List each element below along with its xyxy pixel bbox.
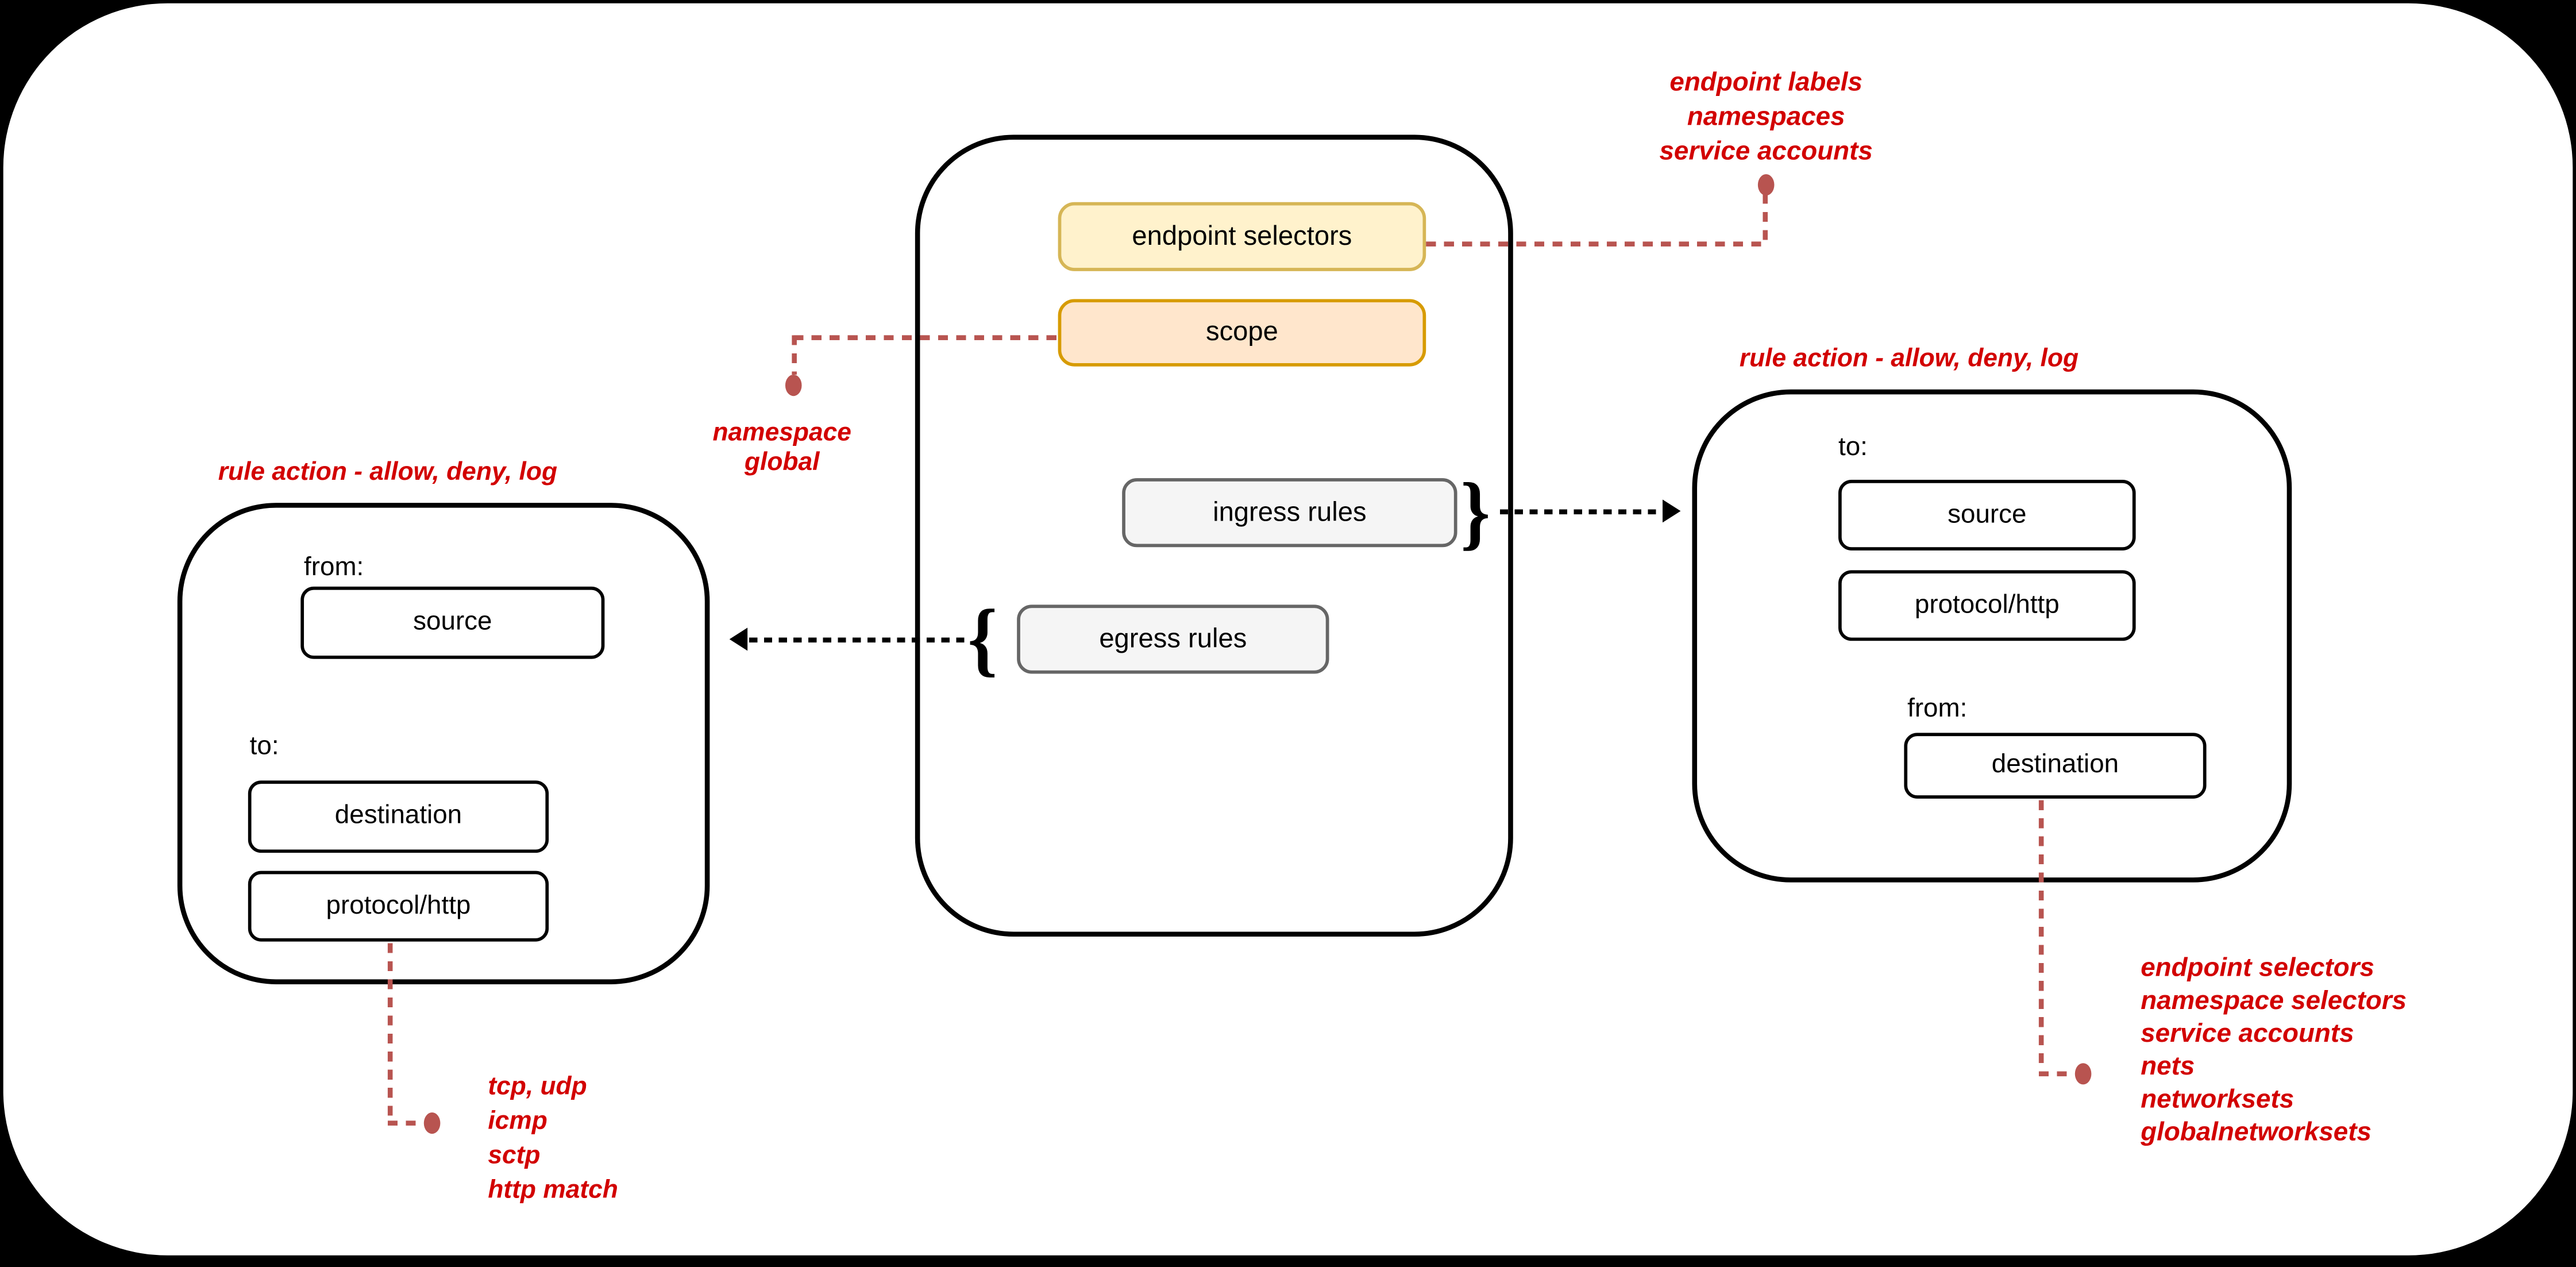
- scope-note: namespace global: [667, 419, 897, 478]
- ingress-destination-box: destination: [1904, 733, 2207, 799]
- egress-to-label: to:: [249, 733, 279, 761]
- annotation-line: global: [744, 448, 820, 477]
- egress-rules-box: egress rules: [1017, 604, 1329, 674]
- ingress-to-label: to:: [1838, 433, 1868, 462]
- egress-protocol-box: protocol/http: [248, 871, 549, 942]
- annotation-line: service accounts: [2141, 1020, 2354, 1049]
- protocol-note: tcp, udp icmp sctp http match: [488, 1070, 618, 1208]
- ingress-arrow-head-icon: [1663, 499, 1681, 523]
- endpoint-selectors-label: endpoint selectors: [1132, 221, 1352, 251]
- egress-arrow-line: [749, 637, 968, 643]
- annotation-line: service accounts: [1659, 138, 1873, 166]
- endpoint-selectors-box: endpoint selectors: [1058, 202, 1426, 271]
- egress-detail-title: rule action - allow, deny, log: [218, 458, 558, 487]
- scope-label: scope: [1205, 317, 1278, 347]
- ingress-protocol-box: protocol/http: [1838, 570, 2136, 641]
- annotation-line: icmp: [488, 1107, 547, 1136]
- egress-source-label: source: [413, 608, 492, 636]
- egress-rules-label: egress rules: [1099, 623, 1247, 653]
- egress-source-box: source: [300, 586, 605, 659]
- egress-destination-box: destination: [248, 780, 549, 853]
- egress-brace: {: [967, 592, 998, 685]
- protocol-note-line-v: [387, 943, 393, 1121]
- destination-note-line-v: [2038, 800, 2044, 1072]
- scope-box: scope: [1058, 299, 1426, 367]
- annotation-line: sctp: [488, 1142, 541, 1170]
- egress-arrow-head-icon: [729, 627, 748, 651]
- annotation-line: globalnetworksets: [2141, 1119, 2371, 1147]
- ingress-source-label: source: [1948, 500, 2027, 529]
- ingress-detail-title: rule action - allow, deny, log: [1739, 345, 2079, 373]
- annotation-line: endpoint labels: [1669, 69, 1862, 97]
- endpoint-note-dot-icon: [1757, 174, 1775, 196]
- protocol-note-line-h: [387, 1120, 421, 1126]
- egress-protocol-label: protocol/http: [326, 891, 471, 920]
- ingress-protocol-label: protocol/http: [1914, 591, 2060, 619]
- endpoint-note-line-h: [1426, 241, 1768, 247]
- egress-destination-label: destination: [334, 802, 462, 830]
- ingress-source-box: source: [1838, 480, 2136, 550]
- ingress-arrow-line: [1499, 509, 1663, 515]
- destination-note-dot-icon: [2074, 1063, 2092, 1085]
- annotation-line: namespace selectors: [2141, 987, 2407, 1016]
- ingress-rules-label: ingress rules: [1213, 497, 1367, 527]
- ingress-destination-label: destination: [1991, 750, 2119, 779]
- endpoint-selectors-note: endpoint labels namespaces service accou…: [1569, 66, 1963, 169]
- ingress-brace: }: [1460, 465, 1491, 558]
- annotation-line: nets: [2141, 1053, 2195, 1081]
- scope-note-line-v: [792, 335, 797, 375]
- annotation-line: namespace: [712, 419, 851, 447]
- annotation-line: tcp, udp: [488, 1073, 587, 1101]
- destination-note: endpoint selectors namespace selectors s…: [2141, 953, 2407, 1150]
- protocol-note-dot-icon: [423, 1112, 441, 1134]
- annotation-line: http match: [488, 1176, 618, 1205]
- annotation-line: networksets: [2141, 1086, 2295, 1114]
- endpoint-note-line-v: [1763, 194, 1768, 242]
- egress-from-label: from:: [304, 553, 364, 582]
- annotation-line: endpoint selectors: [2141, 954, 2374, 983]
- annotation-line: namespaces: [1687, 103, 1845, 132]
- ingress-rules-box: ingress rules: [1122, 478, 1457, 548]
- scope-note-dot-icon: [785, 375, 802, 396]
- ingress-from-label: from:: [1907, 695, 1968, 723]
- scope-note-line-h: [793, 335, 1058, 340]
- destination-note-line-h: [2038, 1071, 2072, 1077]
